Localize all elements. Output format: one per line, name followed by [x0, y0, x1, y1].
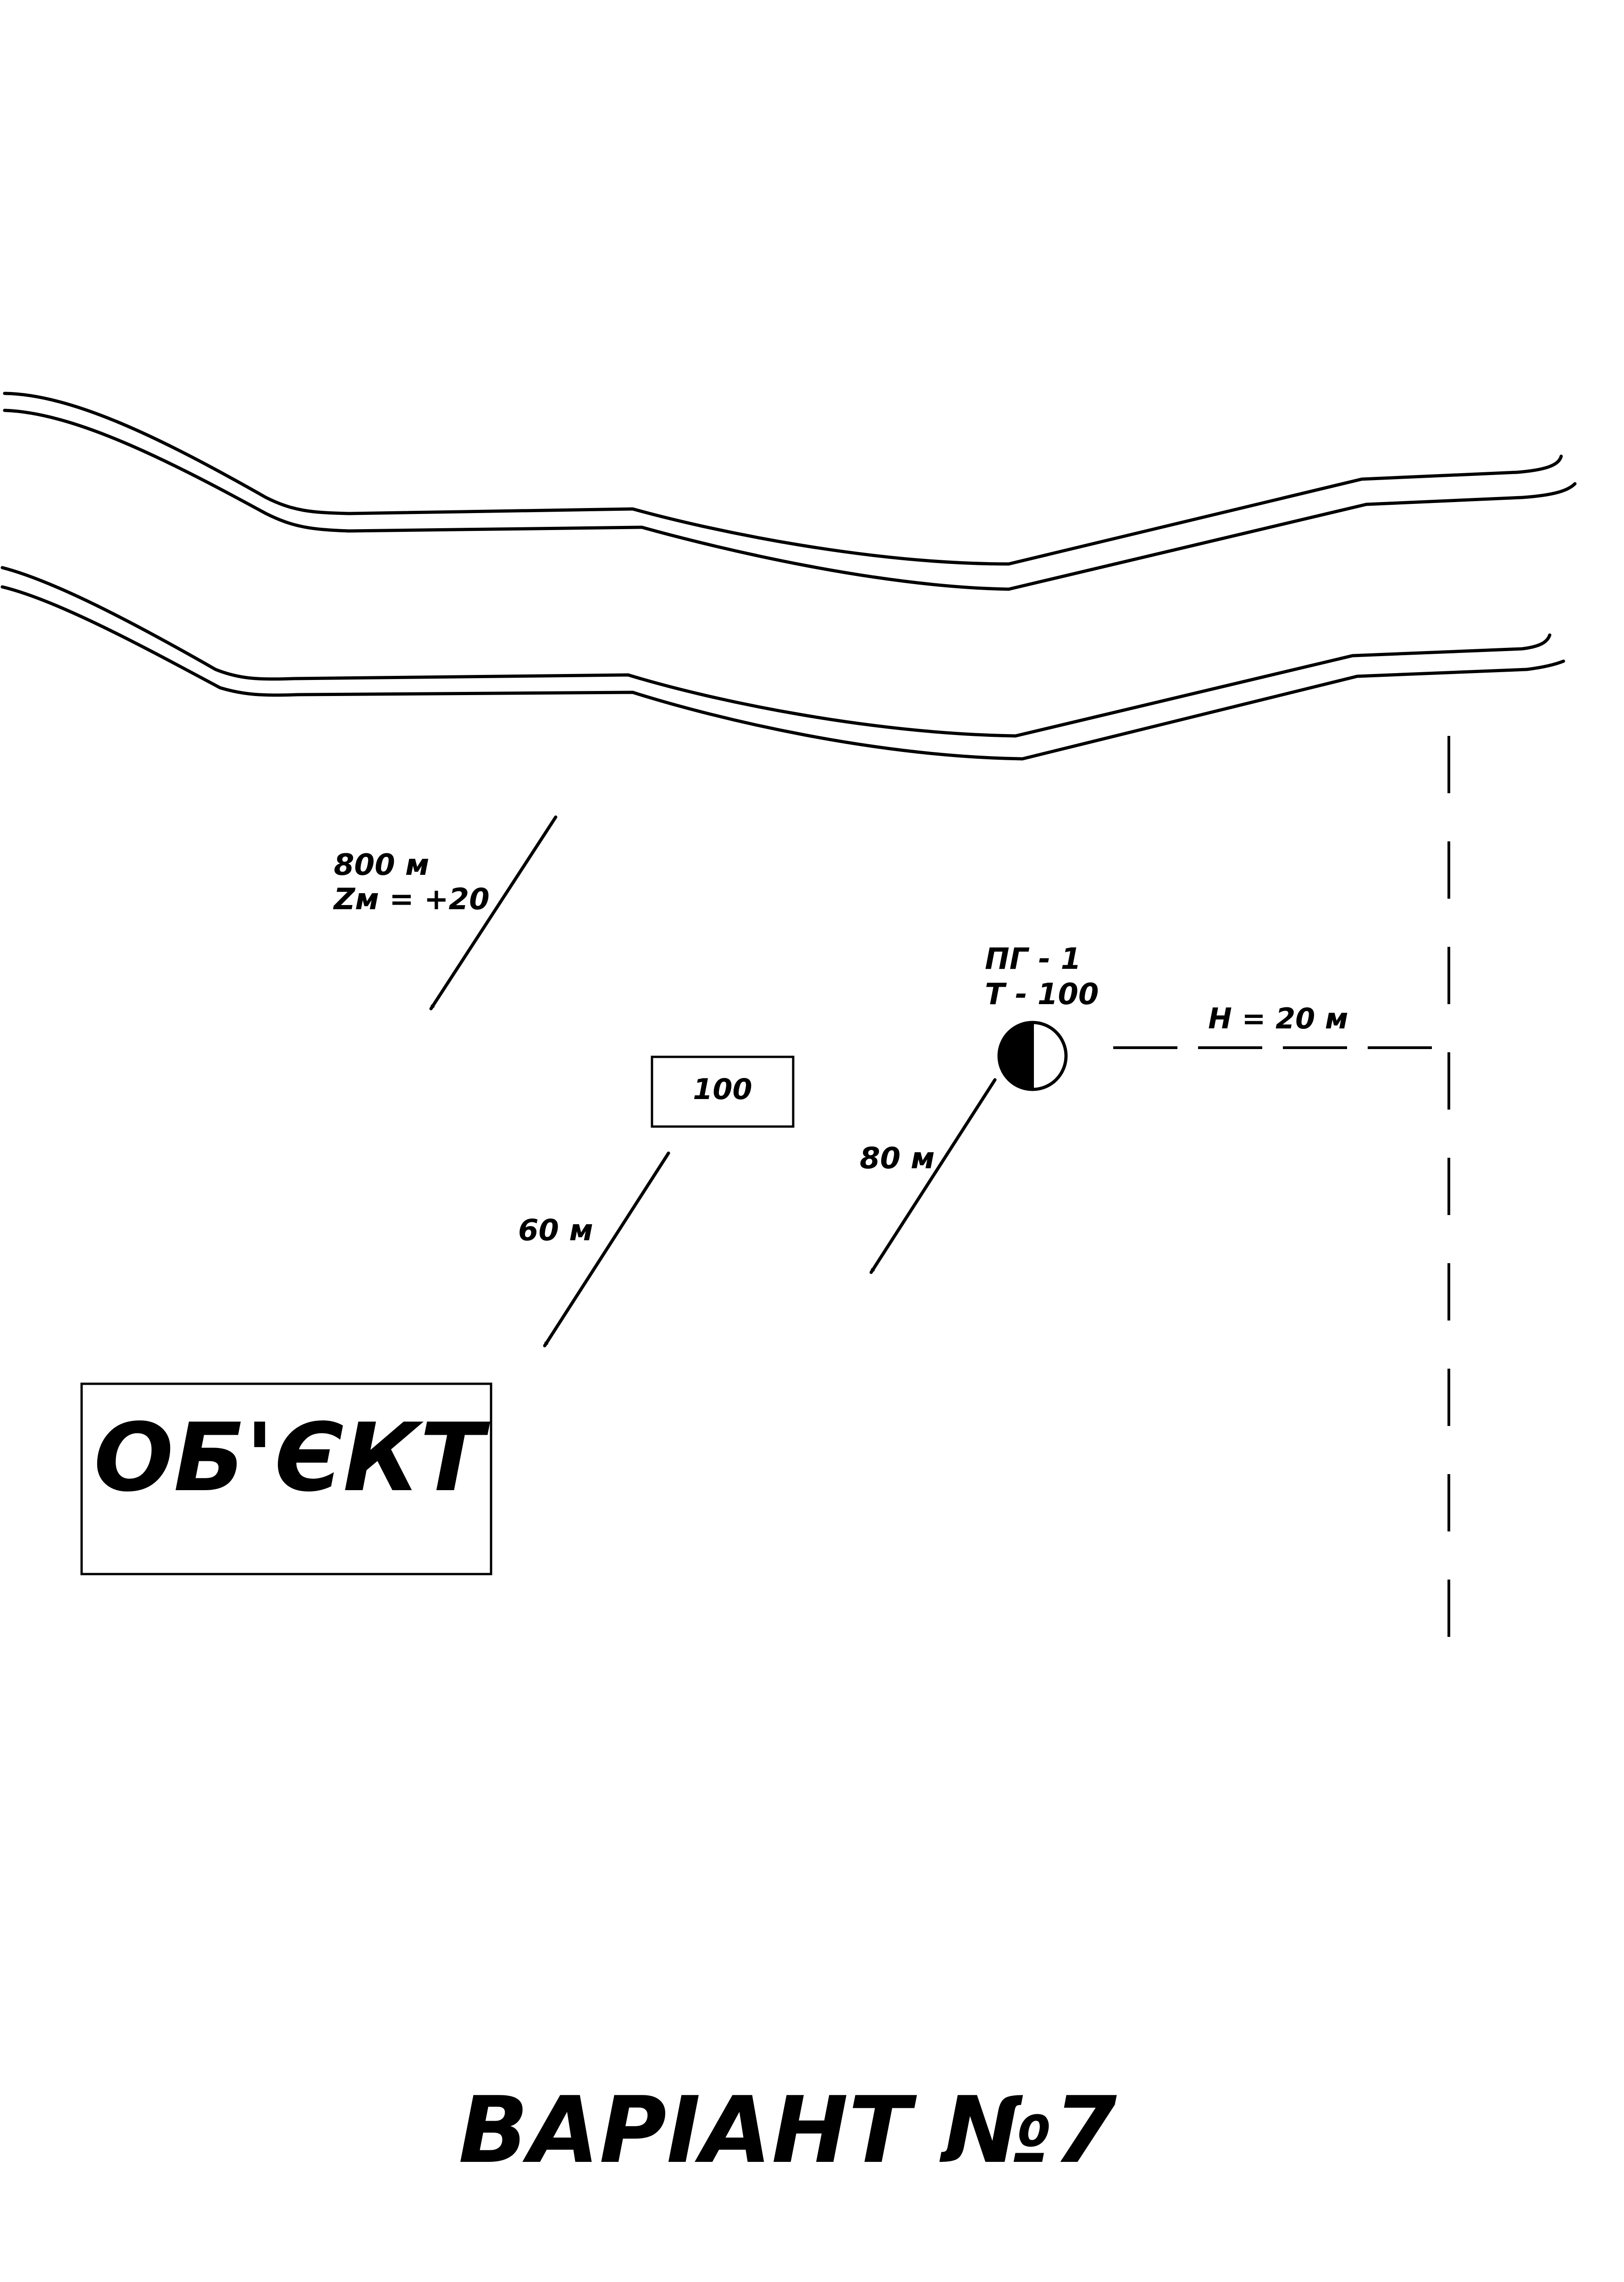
river-lower-bank-line-2 — [0, 585, 1565, 761]
half-filled-circle-icon — [997, 1021, 1068, 1091]
point-type-label: Т - 100 — [985, 978, 1099, 1011]
wind-direction-arrow-icon — [429, 815, 558, 1011]
river-lower-bank — [0, 566, 1565, 761]
river-upper-bank — [3, 392, 1577, 591]
wind-azimuth-label: Zм = +20 — [333, 883, 490, 917]
object-label: ОБ'ЄКТ — [94, 1403, 490, 1513]
wind-distance-label: 800 м — [334, 848, 429, 882]
variant-title: ВАРІАНТ №7 — [458, 2077, 1117, 2184]
river-upper-bank-line-2 — [3, 409, 1577, 591]
river-lower-bank-line-1 — [0, 566, 1552, 738]
box-direction-arrow-icon — [543, 1151, 670, 1348]
value-box-label: 100 — [693, 1072, 752, 1106]
object-box — [80, 1382, 492, 1575]
boundary-distance-label: Н = 20 м — [1208, 1002, 1348, 1035]
river-upper-bank-line-1 — [3, 392, 1563, 566]
value-box — [651, 1055, 795, 1128]
point-name-label: ПГ - 1 — [985, 942, 1081, 976]
box-arrow-distance-label: 60 м — [518, 1214, 593, 1248]
point-arrow-distance-label: 80 м — [860, 1142, 935, 1176]
point-direction-arrow-icon — [869, 1078, 997, 1274]
